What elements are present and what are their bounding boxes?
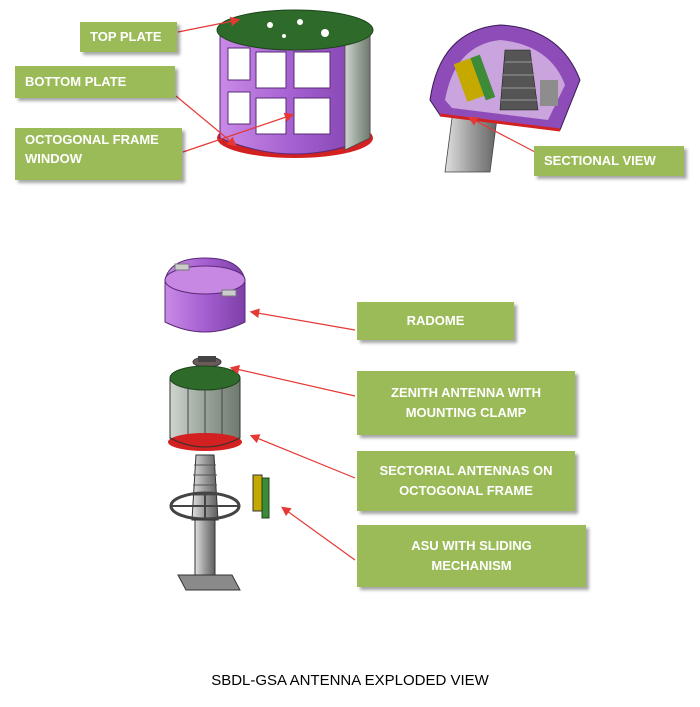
label-sectional-view: SECTIONAL VIEW — [534, 146, 684, 176]
label-top-plate: TOP PLATE — [80, 22, 177, 52]
exploded-view-illustration — [164, 257, 270, 591]
figure-caption: SBDL-GSA ANTENNA EXPLODED VIEW — [211, 672, 489, 689]
label-octogonal-frame-window: OCTOGONAL FRAME WINDOW — [15, 128, 182, 180]
label-sectorial-antennas: SECTORIAL ANTENNAS ON OCTOGONAL FRAME — [357, 451, 575, 511]
label-radome-text: RADOME — [406, 313, 465, 328]
label-top-plate-text: TOP PLATE — [90, 29, 162, 44]
label-radome: RADOME — [357, 302, 514, 340]
label-octogonal-frame-line2: WINDOW — [25, 151, 83, 166]
label-bottom-plate-text: BOTTOM PLATE — [25, 74, 127, 89]
label-asu-line2: MECHANISM — [431, 558, 512, 573]
label-asu-line1: ASU WITH SLIDING — [411, 538, 532, 553]
label-sectional-view-text: SECTIONAL VIEW — [544, 153, 656, 168]
label-zenith-line1: ZENITH ANTENNA WITH — [391, 385, 541, 400]
label-asu-sliding: ASU WITH SLIDING MECHANISM — [357, 525, 586, 587]
label-sectorial-line2: OCTOGONAL FRAME — [399, 483, 533, 498]
label-octogonal-frame-line1: OCTOGONAL FRAME — [25, 132, 159, 147]
label-zenith-antenna: ZENITH ANTENNA WITH MOUNTING CLAMP — [357, 371, 575, 435]
label-sectorial-line1: SECTORIAL ANTENNAS ON — [379, 463, 553, 478]
octagonal-frame-illustration — [216, 9, 374, 158]
label-zenith-line2: MOUNTING CLAMP — [405, 405, 527, 420]
label-bottom-plate: BOTTOM PLATE — [15, 66, 175, 98]
leader-arrows — [175, 16, 536, 561]
sectional-view-illustration — [429, 24, 581, 173]
